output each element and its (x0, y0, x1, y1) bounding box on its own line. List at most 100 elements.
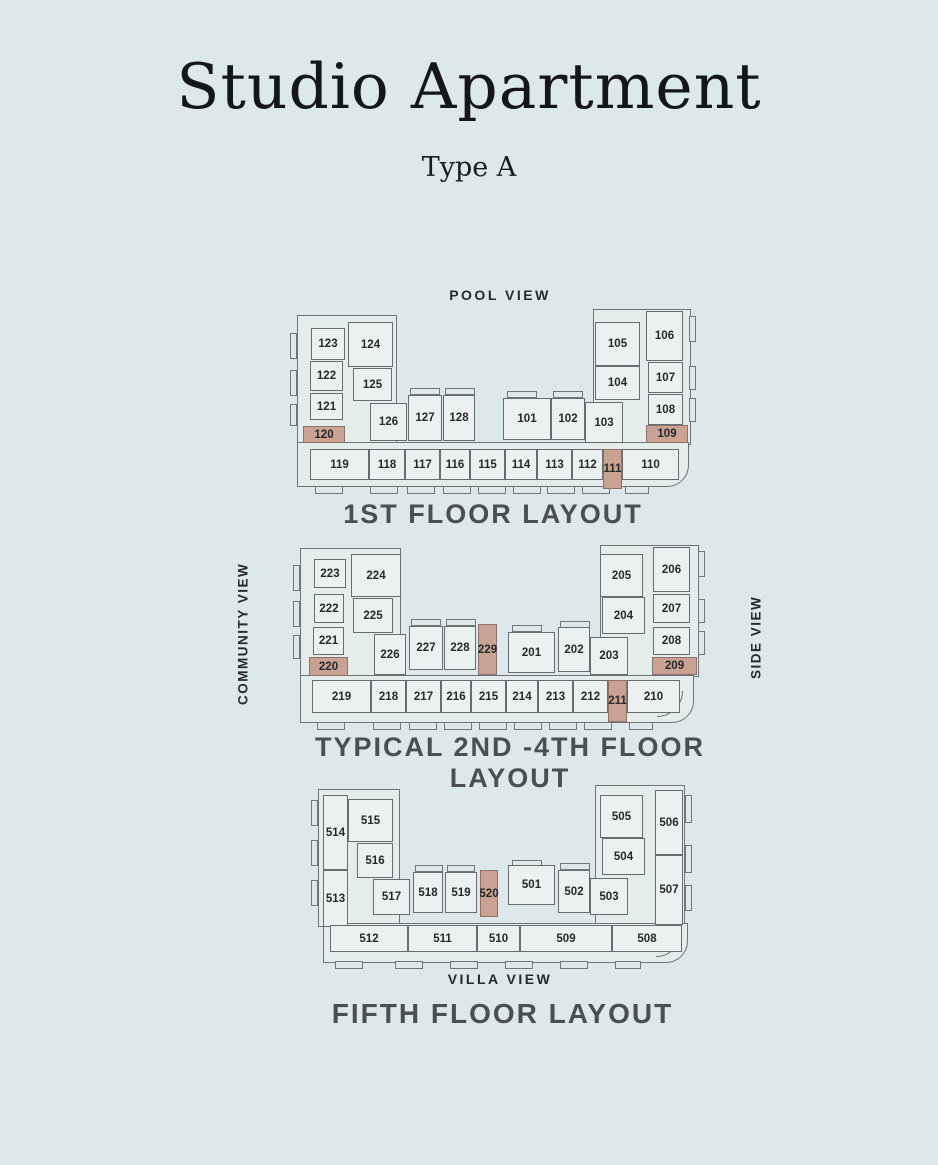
room-513: 513 (323, 870, 348, 927)
balcony-stub (584, 722, 612, 730)
balcony-stub (447, 865, 475, 872)
balcony-stub (479, 722, 507, 730)
room-125: 125 (353, 368, 392, 401)
page-title: Studio Apartment (176, 50, 762, 123)
room-508: 508 (612, 925, 682, 952)
room-126: 126 (370, 403, 407, 441)
balcony-stub (311, 800, 318, 826)
room-503: 503 (590, 878, 628, 915)
side-view-label: SIDE VIEW (748, 595, 764, 679)
balcony-stub (290, 333, 297, 359)
room-220: 220 (309, 657, 348, 676)
balcony-stub (685, 795, 692, 823)
villa-view-label: VILLA VIEW (447, 971, 553, 987)
balcony-stub (689, 316, 696, 342)
room-226: 226 (374, 634, 406, 675)
balcony-stub (373, 722, 401, 730)
room-218: 218 (371, 680, 406, 713)
room-228: 228 (444, 626, 476, 670)
room-516: 516 (357, 843, 393, 878)
room-505: 505 (600, 795, 643, 838)
room-128: 128 (443, 395, 475, 441)
room-119: 119 (310, 449, 369, 480)
balcony-stub (625, 486, 649, 494)
room-512: 512 (330, 925, 408, 952)
balcony-stub (553, 391, 583, 398)
room-104: 104 (595, 366, 640, 400)
room-222: 222 (314, 594, 344, 623)
room-114: 114 (505, 449, 537, 480)
room-101: 101 (503, 398, 551, 440)
room-103: 103 (585, 402, 623, 443)
room-506: 506 (655, 790, 683, 855)
balcony-stub (689, 366, 696, 390)
balcony-stub (446, 619, 476, 626)
balcony-stub (444, 722, 472, 730)
pool-view-label: POOL VIEW (449, 287, 551, 303)
room-510: 510 (477, 925, 520, 952)
room-221: 221 (313, 627, 344, 655)
room-517: 517 (373, 879, 410, 915)
room-115: 115 (470, 449, 505, 480)
room-117: 117 (405, 449, 440, 480)
balcony-stub (582, 486, 610, 494)
room-206: 206 (653, 547, 690, 592)
room-502: 502 (558, 870, 590, 913)
room-106: 106 (646, 311, 683, 361)
room-202: 202 (558, 627, 590, 672)
room-207: 207 (653, 594, 690, 623)
room-116: 116 (440, 449, 470, 480)
room-105: 105 (595, 322, 640, 366)
room-229: 229 (478, 624, 497, 675)
balcony-stub (370, 486, 398, 494)
room-113: 113 (537, 449, 572, 480)
balcony-stub (560, 863, 590, 870)
room-509: 509 (520, 925, 612, 952)
balcony-stub (407, 486, 435, 494)
room-127: 127 (408, 395, 442, 441)
balcony-stub (549, 722, 577, 730)
balcony-stub (507, 391, 537, 398)
balcony-stub (311, 880, 318, 906)
room-215: 215 (471, 680, 506, 713)
room-213: 213 (538, 680, 573, 713)
room-210: 210 (627, 680, 680, 713)
balcony-stub (629, 722, 653, 730)
room-102: 102 (551, 398, 585, 440)
balcony-stub (689, 398, 696, 422)
balcony-stub (514, 722, 542, 730)
balcony-stub (443, 486, 471, 494)
room-225: 225 (353, 598, 393, 633)
room-112: 112 (572, 449, 603, 480)
room-111: 111 (603, 449, 622, 489)
room-124: 124 (348, 322, 393, 367)
balcony-stub (293, 635, 300, 659)
room-223: 223 (314, 559, 346, 588)
balcony-stub (560, 961, 588, 969)
balcony-stub (505, 961, 533, 969)
room-519: 519 (445, 872, 477, 913)
balcony-stub (315, 486, 343, 494)
room-107: 107 (648, 362, 683, 393)
caption-1st-floor: 1ST FLOOR LAYOUT (343, 499, 643, 529)
community-view-label: COMMUNITY VIEW (235, 562, 251, 706)
room-518: 518 (413, 872, 443, 913)
room-201: 201 (508, 632, 555, 673)
balcony-stub (513, 486, 541, 494)
room-204: 204 (602, 597, 645, 634)
room-501: 501 (508, 865, 555, 905)
room-217: 217 (406, 680, 441, 713)
room-211: 211 (608, 680, 627, 722)
room-514: 514 (323, 795, 348, 870)
room-110: 110 (622, 449, 679, 480)
room-209: 209 (652, 657, 697, 675)
balcony-stub (450, 961, 478, 969)
balcony-stub (478, 486, 506, 494)
balcony-stub (410, 388, 440, 395)
room-504: 504 (602, 838, 645, 875)
caption-fifth-floor: FIFTH FLOOR LAYOUT (331, 998, 674, 1029)
balcony-stub (409, 722, 437, 730)
